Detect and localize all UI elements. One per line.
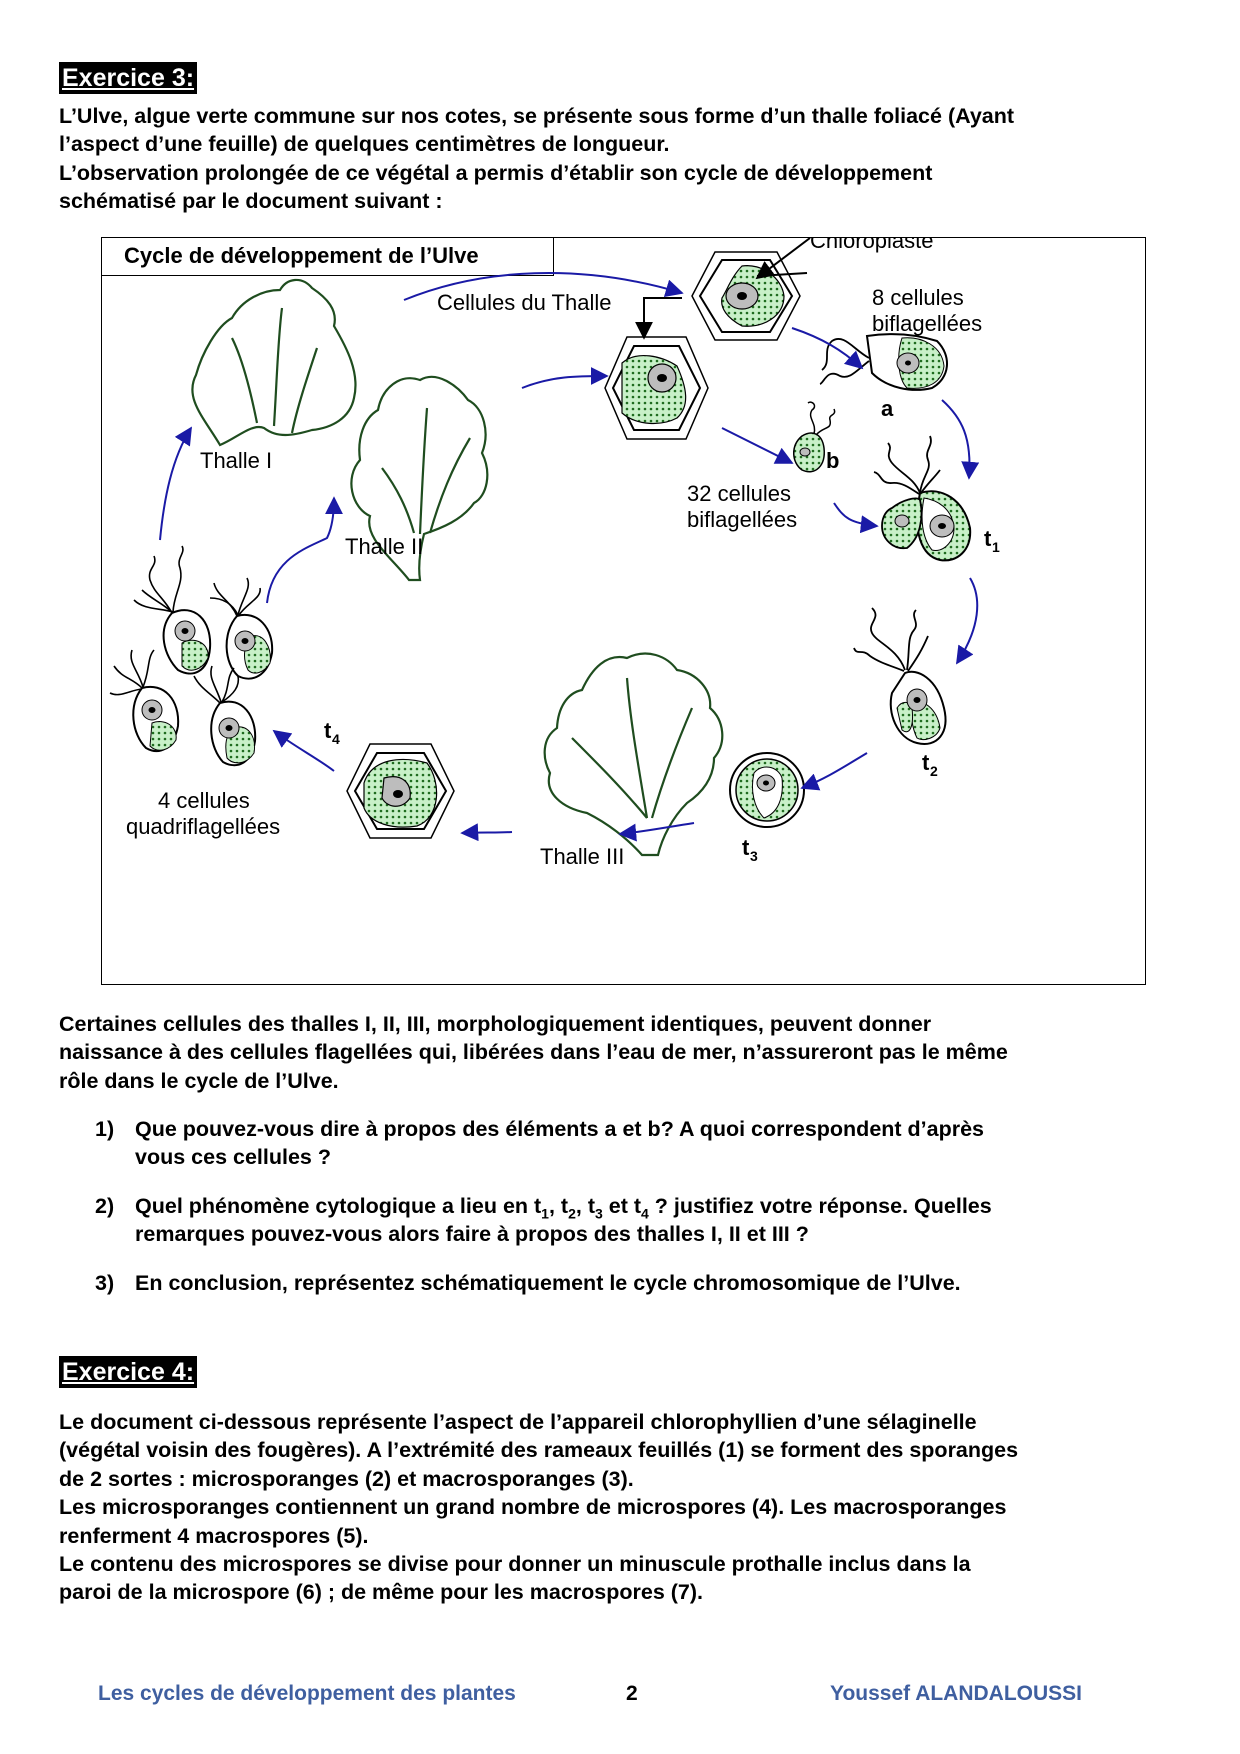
zoospore-group: [109, 545, 274, 767]
context-line: rôle dans le cycle de l’Ulve.: [59, 1068, 339, 1093]
label-thalle-3: Thalle III: [540, 844, 624, 869]
svg-text:t: t: [742, 835, 750, 860]
svg-text:t: t: [984, 526, 992, 551]
label-8-biflagellees: biflagellées: [872, 311, 982, 336]
question-number: 1): [95, 1117, 115, 1141]
diagram-title: Cycle de développement de l’Ulve: [101, 237, 554, 276]
zoospore-1: [133, 545, 212, 675]
question-line: vous ces cellules ?: [135, 1145, 331, 1170]
cycle-arrows: [159, 272, 980, 842]
ulva-cycle-diagram: Cycle de développement de l’Ulve: [101, 237, 1146, 985]
exercise-3-intro: L’Ulve, algue verte commune sur nos cote…: [59, 102, 1189, 216]
svg-text:t: t: [324, 718, 332, 743]
intro-line: L’observation prolongée de ce végétal a …: [59, 160, 933, 185]
svg-text:t: t: [922, 750, 930, 775]
intro-line: schématisé par le document suivant :: [59, 189, 443, 214]
label-4-quadriflagellees: quadriflagellées: [126, 814, 280, 839]
label-32-biflagellees: biflagellées: [687, 507, 797, 532]
svg-text:2: 2: [930, 763, 938, 779]
thalle-cell-mid: [604, 336, 709, 440]
label-a: a: [881, 396, 894, 421]
question-3: 3) En conclusion, représentez schématiqu…: [95, 1269, 1175, 1297]
thalle-1-shape: [191, 278, 357, 447]
label-thalle-1: Thalle I: [200, 448, 272, 473]
context-line: Certaines cellules des thalles I, II, II…: [59, 1012, 932, 1036]
exercise-4-heading: Exercice 4:: [59, 1356, 198, 1388]
footer-course-title: Les cycles de développement des plantes: [98, 1682, 516, 1705]
thalle-2-shape: [350, 375, 489, 582]
ex4-line: Le document ci-dessous représente l’aspe…: [59, 1410, 977, 1434]
svg-text:4: 4: [332, 731, 340, 747]
cell-t1: [873, 435, 972, 562]
thalle-cell-top: [691, 251, 801, 341]
exercise-3-context: Certaines cellules des thalles I, II, II…: [59, 1010, 1189, 1095]
zoospore-3: [109, 649, 180, 753]
question-2: 2) Quel phénomène cytologique a lieu en …: [95, 1192, 1175, 1249]
label-t3: t 3: [742, 835, 758, 864]
ex4-line: (végétal voisin des fougères). A l’extré…: [59, 1438, 1019, 1463]
exercise-4-text: Le document ci-dessous représente l’aspe…: [59, 1408, 1189, 1607]
label-4-cellules: 4 cellules: [158, 788, 250, 813]
svg-text:1: 1: [992, 539, 1000, 555]
context-line: naissance à des cellules flagellées qui,…: [59, 1040, 1008, 1065]
svg-text:3: 3: [750, 848, 758, 864]
question-1: 1) Que pouvez-vous dire à propos des élé…: [95, 1115, 1175, 1172]
question-line: remarques pouvez-vous alors faire à prop…: [135, 1222, 809, 1247]
question-number: 3): [95, 1271, 115, 1295]
footer-page-number: 2: [626, 1682, 638, 1705]
label-t4: t 4: [324, 718, 340, 747]
question-line: Quel phénomène cytologique a lieu en t1,…: [135, 1194, 992, 1222]
question-line: En conclusion, représentez schématiqueme…: [135, 1271, 961, 1295]
diagram-svg: Chloroplaste Cellules du Thalle 8 cellul…: [109, 238, 1000, 869]
label-chloroplaste: Chloroplaste: [810, 238, 934, 253]
intro-line: L’Ulve, algue verte commune sur nos cote…: [59, 104, 1015, 128]
ex4-line: paroi de la microspore (6) ; de même pou…: [59, 1580, 704, 1605]
label-t1: t 1: [984, 526, 1000, 555]
exercise-3-heading: Exercice 3:: [59, 62, 198, 94]
question-line: Que pouvez-vous dire à propos des élémen…: [135, 1117, 985, 1141]
ex4-line: renferment 4 macrospores (5).: [59, 1523, 369, 1548]
cell-t2: [853, 607, 947, 745]
cell-a: [819, 333, 948, 391]
label-b: b: [826, 448, 839, 473]
thalle-3-shape: [543, 652, 724, 857]
zoospore-4: [193, 665, 257, 767]
label-t2: t 2: [922, 750, 938, 779]
cell-b: [793, 401, 836, 473]
label-thalle-2: Thalle II: [345, 534, 423, 559]
label-32-cellules: 32 cellules: [687, 481, 791, 506]
cell-t3: [729, 752, 805, 828]
ex4-line: Les microsporanges contiennent un grand …: [59, 1495, 1007, 1520]
intro-line: l’aspect d’une feuille) de quelques cent…: [59, 132, 670, 157]
footer-author: Youssef ALANDALOUSSI: [830, 1682, 1083, 1705]
ex4-line: Le contenu des microspores se divise pou…: [59, 1552, 971, 1577]
ex4-line: de 2 sortes : microsporanges (2) et macr…: [59, 1466, 634, 1491]
thalle-cell-bottom: [346, 743, 455, 839]
label-8-cellules: 8 cellules: [872, 285, 964, 310]
question-number: 2): [95, 1194, 115, 1218]
zoospore-2: [209, 577, 274, 680]
pointer-arrows: [635, 238, 811, 340]
label-cellules-thalle: Cellules du Thalle: [437, 290, 611, 315]
